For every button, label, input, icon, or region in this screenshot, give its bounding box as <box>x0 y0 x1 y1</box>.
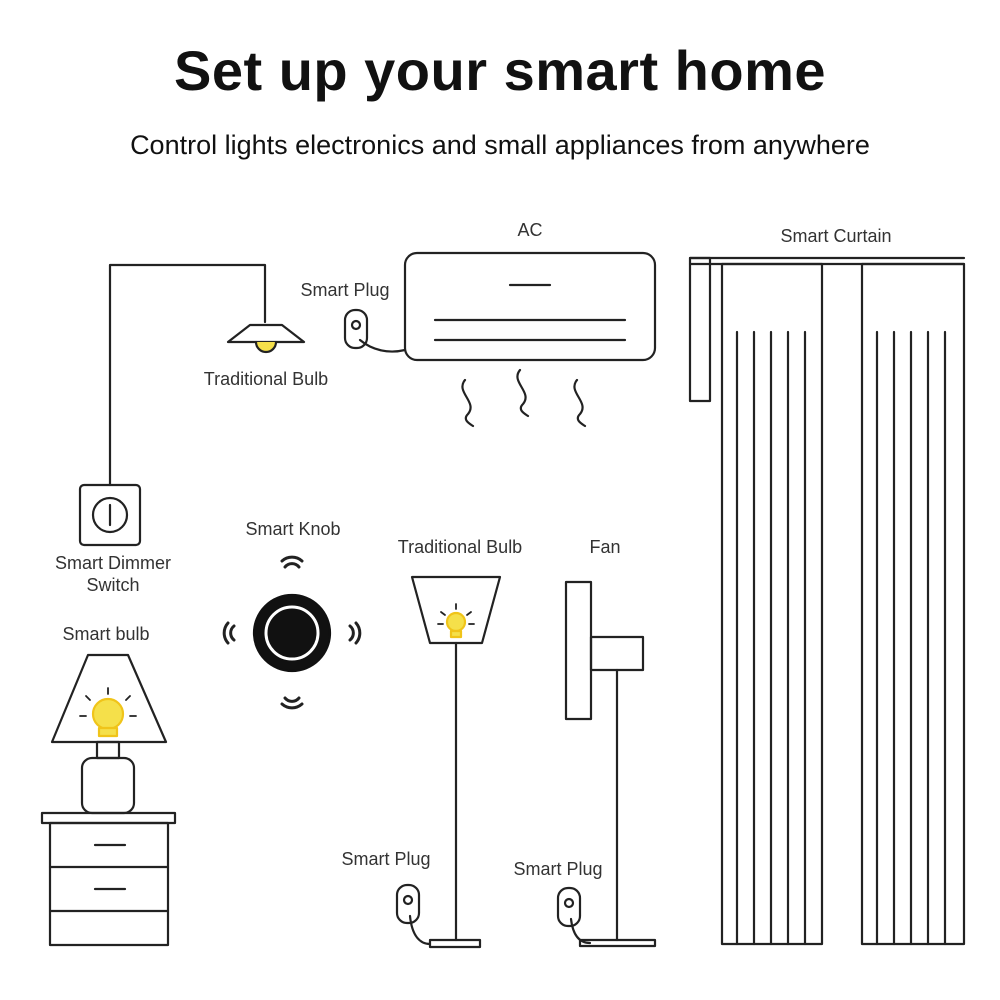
smart-knob-icon <box>222 555 362 710</box>
ceiling-bulb-label: Traditional Bulb <box>203 369 329 389</box>
smart-curtain-label: Smart Curtain <box>780 226 892 246</box>
smart-bulb-lamp-icon <box>50 653 168 815</box>
page-title: Set up your smart home <box>173 39 827 102</box>
dimmer-switch-icon <box>78 483 142 547</box>
floor-bulb-label: Traditional Bulb <box>397 537 523 557</box>
fan-smart-plug-label: Smart Plug <box>513 859 603 879</box>
ac-unit-icon <box>403 251 657 428</box>
dimmer-wire <box>108 263 267 487</box>
ac-smart-plug-label: Smart Plug <box>300 280 390 300</box>
floor-lamp-icon <box>410 575 502 949</box>
fan-label: Fan <box>589 537 621 557</box>
dimmer-switch-label-line1: Smart Dimmer <box>55 553 171 573</box>
floor-lamp-smart-plug-icon <box>395 883 432 946</box>
smart-knob-label: Smart Knob <box>245 519 341 539</box>
floor-lamp-smart-plug-label: Smart Plug <box>341 849 431 869</box>
ceiling-lamp-icon <box>226 323 306 354</box>
fan-smart-plug-icon <box>556 886 592 945</box>
page-subtitle: Control lights electronics and small app… <box>130 130 870 160</box>
fan-icon <box>564 580 657 948</box>
ac-label: AC <box>517 220 543 240</box>
dimmer-switch-label-line2: Switch <box>86 575 140 595</box>
ac-smart-plug-icon <box>343 308 407 353</box>
smart-bulb-label: Smart bulb <box>62 624 150 644</box>
smart-curtain-icon <box>688 256 966 946</box>
nightstand-icon <box>40 811 177 947</box>
